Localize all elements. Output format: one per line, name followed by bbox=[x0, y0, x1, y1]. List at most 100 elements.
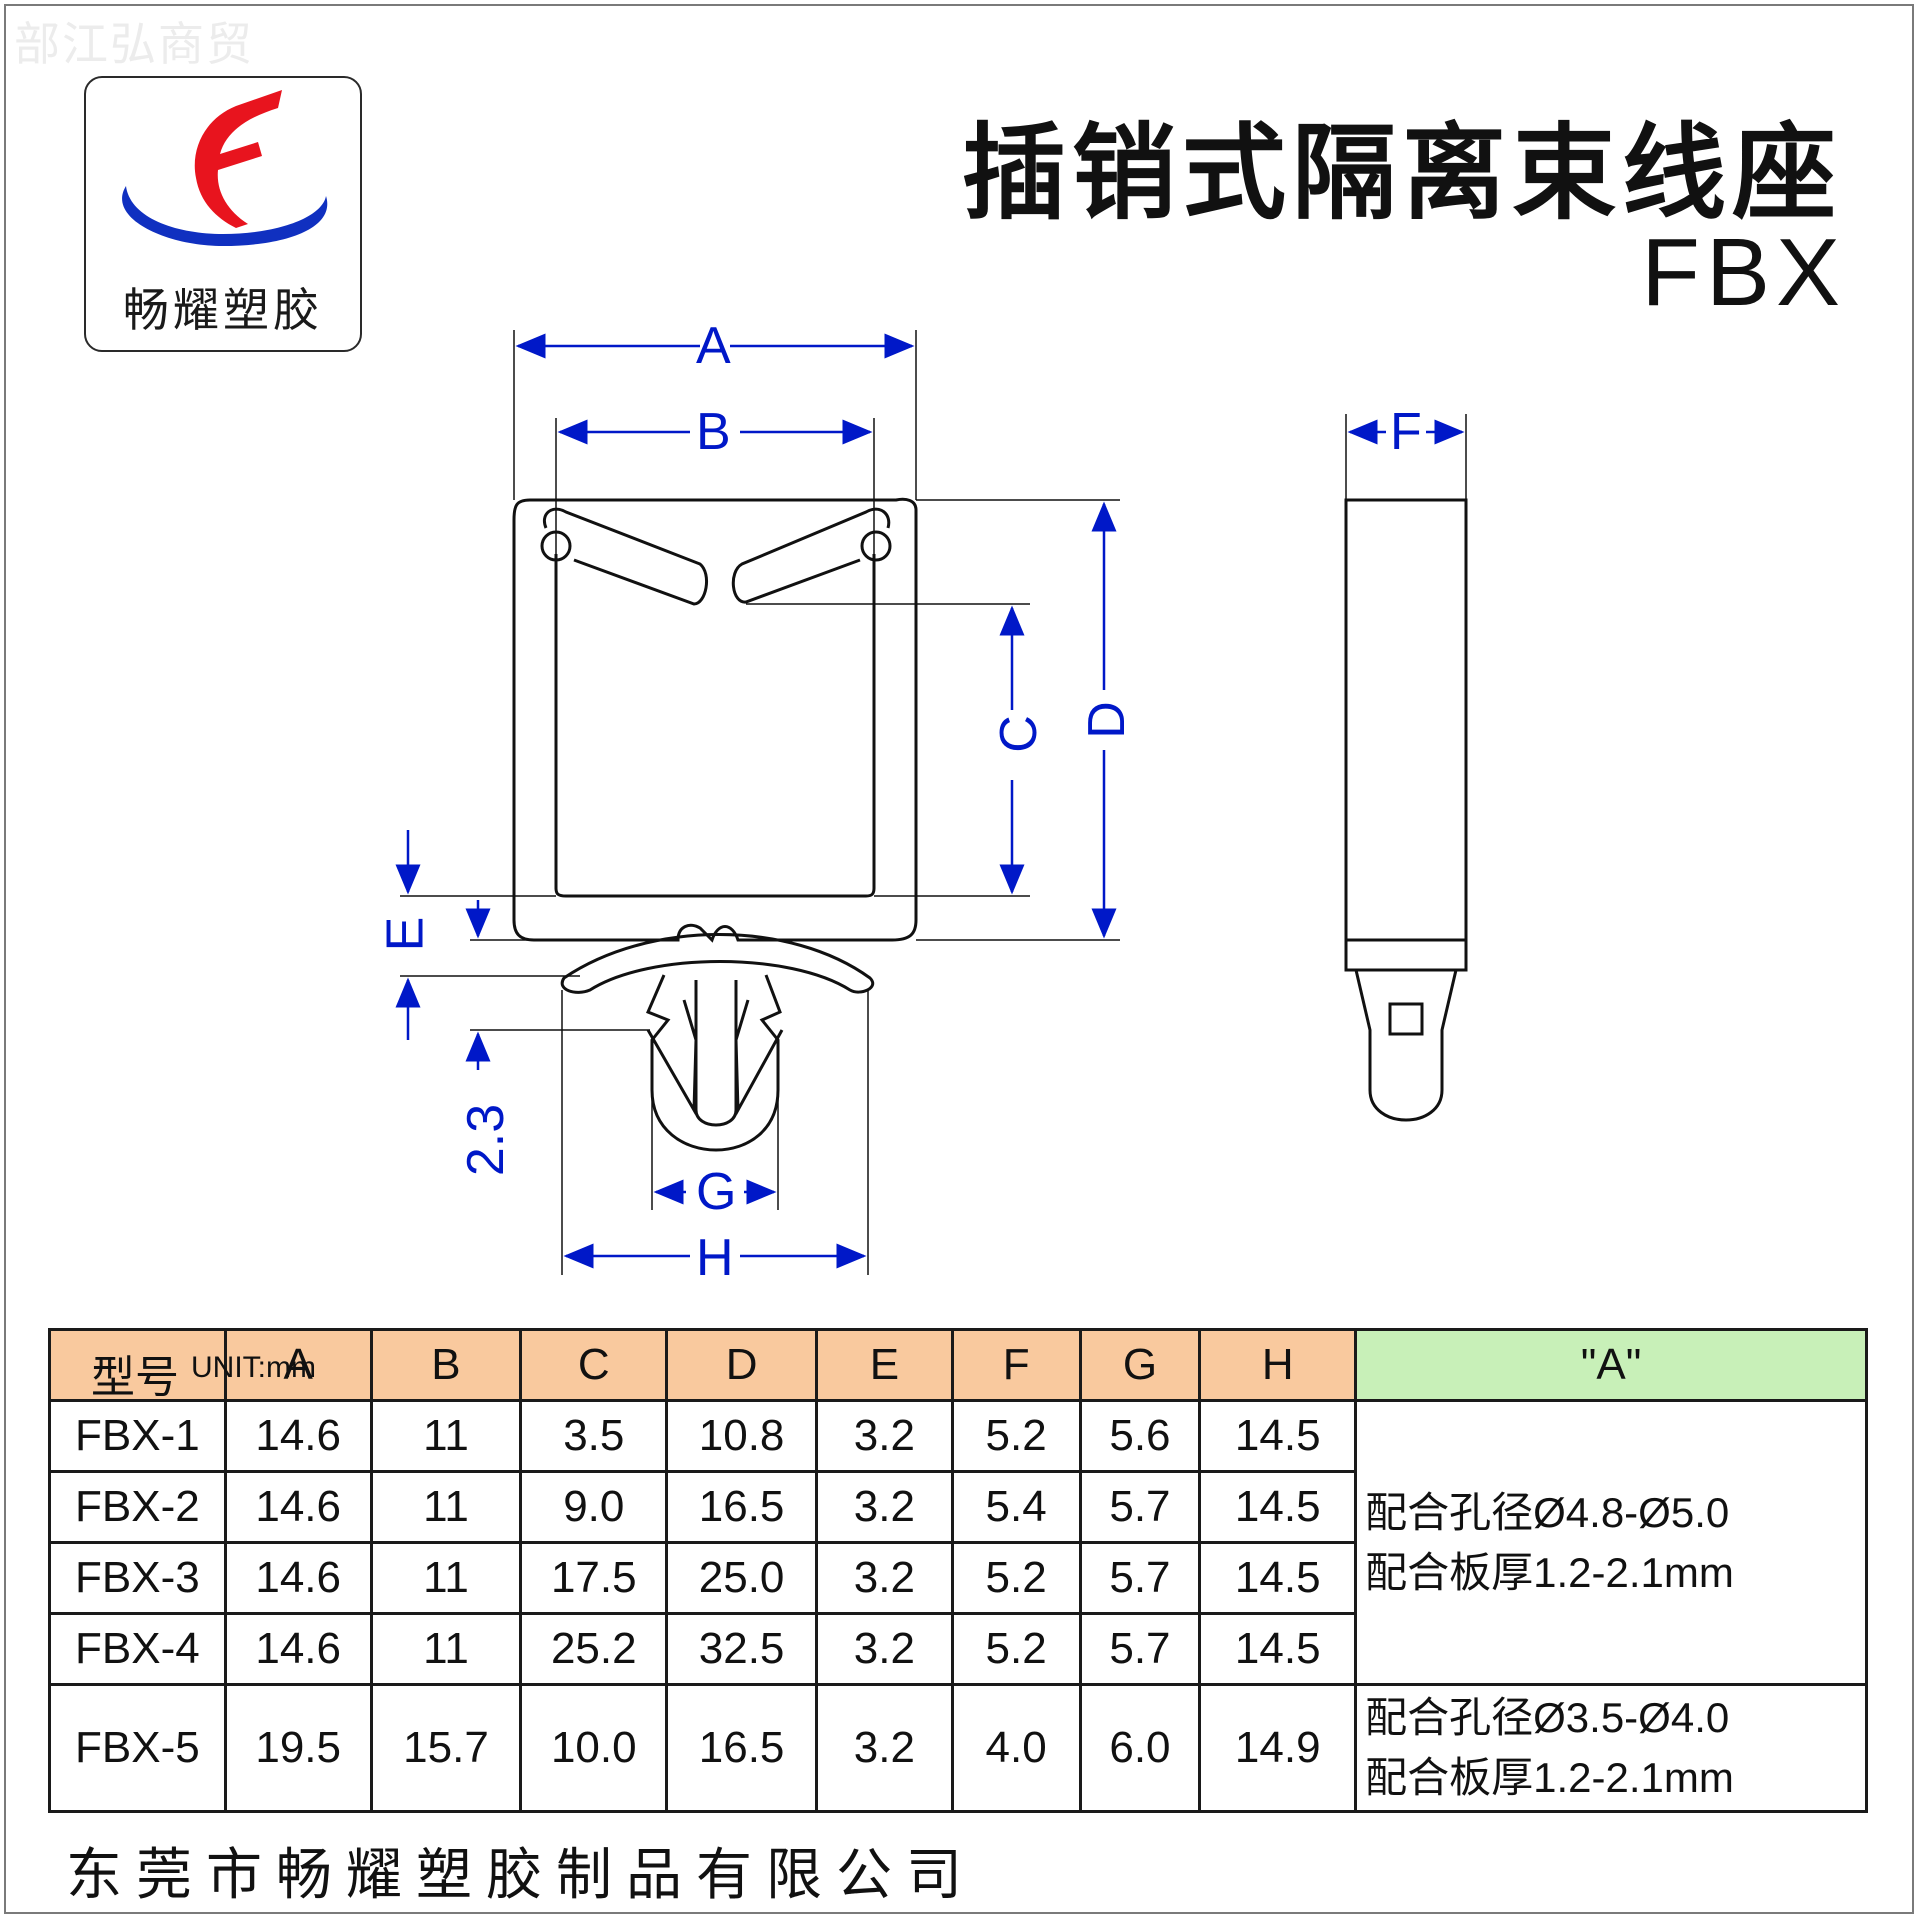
arch-base bbox=[560, 933, 874, 994]
col-header-g: G bbox=[1078, 1328, 1202, 1402]
table-row: FBX-4 14.6 11 25.2 32.5 3.2 5.2 5.7 14.5 bbox=[48, 1612, 1867, 1686]
col-header-f: F bbox=[950, 1328, 1082, 1402]
dimension-lines bbox=[400, 330, 1467, 1275]
value-cell: 5.7 bbox=[1078, 1612, 1202, 1686]
value-cell: 14.9 bbox=[1198, 1683, 1358, 1813]
side-view bbox=[1344, 498, 1468, 1122]
pin-right-barb bbox=[734, 999, 784, 1116]
right-hinge-hole bbox=[860, 530, 892, 562]
value-cell: 5.6 bbox=[1078, 1399, 1202, 1473]
technical-drawing bbox=[395, 330, 1468, 1275]
table-row: FBX-2 14.6 11 9.0 16.5 3.2 5.4 5.7 14.5 bbox=[48, 1470, 1867, 1544]
value-cell: 5.2 bbox=[950, 1612, 1082, 1686]
company-name-footer: 东莞市畅耀塑胶制品有限公司 bbox=[66, 1843, 976, 1908]
value-cell: 5.4 bbox=[950, 1470, 1082, 1544]
table-row: FBX-3 14.6 11 17.5 25.0 3.2 5.2 5.7 14.5 bbox=[48, 1541, 1867, 1615]
side-pin bbox=[1354, 969, 1458, 1122]
col-header-d: D bbox=[665, 1328, 818, 1402]
page-title: 插销式隔离束线座 bbox=[961, 112, 1842, 234]
value-cell: 3.5 bbox=[519, 1399, 669, 1473]
front-view bbox=[512, 497, 918, 1152]
unit-label: UNIT:mm bbox=[191, 1351, 316, 1384]
value-cell: 16.5 bbox=[665, 1470, 818, 1544]
pin-left-barb bbox=[646, 999, 698, 1116]
value-cell: 14.6 bbox=[223, 1541, 373, 1615]
value-cell: 3.2 bbox=[814, 1399, 954, 1473]
model-cell: FBX-5 bbox=[48, 1683, 227, 1813]
value-cell: 15.7 bbox=[369, 1683, 523, 1813]
value-cell: 5.2 bbox=[950, 1399, 1082, 1473]
value-cell: 10.8 bbox=[665, 1399, 818, 1473]
col-header-e: E bbox=[814, 1328, 954, 1402]
value-cell: 11 bbox=[369, 1399, 523, 1473]
col-header-a: A bbox=[223, 1328, 373, 1402]
value-cell: 5.7 bbox=[1078, 1470, 1202, 1544]
value-cell: 11 bbox=[369, 1612, 523, 1686]
value-cell: 19.5 bbox=[223, 1683, 373, 1813]
value-cell: 3.2 bbox=[814, 1612, 954, 1686]
note-cell-group-2: 配合孔径Ø3.5-Ø4.0 配合板厚1.2-2.1mm bbox=[1354, 1683, 1868, 1813]
dimension-arrows bbox=[395, 333, 1465, 1269]
watermark: 部江弘商贸 bbox=[14, 17, 254, 71]
right-flap bbox=[731, 507, 891, 604]
dim-label-h: H bbox=[696, 1229, 734, 1287]
col-header-c: C bbox=[519, 1328, 669, 1402]
note-cell-group-1: 配合孔径Ø4.8-Ø5.0 配合板厚1.2-2.1mm bbox=[1354, 1399, 1868, 1686]
table-header-row: 型号 UNIT:mm A B C D E F G H "A" bbox=[48, 1328, 1868, 1402]
note-column-header: "A" bbox=[1354, 1328, 1868, 1402]
value-cell: 25.2 bbox=[519, 1612, 669, 1686]
model-cell: FBX-2 bbox=[48, 1470, 227, 1544]
col-header-b: B bbox=[369, 1328, 523, 1402]
model-header-label: 型号 bbox=[91, 1353, 179, 1402]
note-panel-thickness: 配合板厚1.2-2.1mm bbox=[1365, 1548, 1734, 1596]
note-hole-diameter: 配合孔径Ø3.5-Ø4.0 bbox=[1365, 1694, 1730, 1741]
value-cell: 17.5 bbox=[519, 1541, 669, 1615]
note-panel-thickness: 配合板厚1.2-2.1mm bbox=[1365, 1754, 1734, 1801]
model-cell: FBX-4 bbox=[48, 1612, 227, 1686]
dim-label-d: D bbox=[1077, 701, 1136, 739]
dim-label-a: A bbox=[696, 317, 731, 375]
sheet-border bbox=[4, 4, 1914, 1914]
value-cell: 14.6 bbox=[223, 1399, 373, 1473]
value-cell: 4.0 bbox=[950, 1683, 1082, 1813]
value-cell: 14.5 bbox=[1198, 1470, 1358, 1544]
value-cell: 6.0 bbox=[1078, 1683, 1202, 1813]
value-cell: 3.2 bbox=[814, 1470, 954, 1544]
pin-core bbox=[694, 980, 738, 1127]
value-cell: 14.6 bbox=[223, 1612, 373, 1686]
dim-label-g: G bbox=[696, 1163, 737, 1221]
table-row: FBX-5 19.5 15.7 10.0 16.5 3.2 4.0 6.0 14… bbox=[48, 1683, 1868, 1813]
value-cell: 3.2 bbox=[814, 1541, 954, 1615]
value-cell: 11 bbox=[369, 1470, 523, 1544]
spec-table: 型号 UNIT:mm A B C D E F G H "A" FBX-1 14.… bbox=[48, 1328, 1868, 1813]
inner-opening bbox=[554, 554, 876, 898]
note-hole-diameter: 配合孔径Ø4.8-Ø5.0 bbox=[1365, 1488, 1730, 1536]
value-cell: 25.0 bbox=[665, 1541, 818, 1615]
model-code: FBX bbox=[1641, 219, 1846, 326]
value-cell: 10.0 bbox=[519, 1683, 669, 1813]
outer-frame bbox=[512, 497, 918, 943]
value-cell: 5.2 bbox=[950, 1541, 1082, 1615]
logo-f-icon bbox=[122, 90, 328, 246]
value-cell: 9.0 bbox=[519, 1470, 669, 1544]
model-cell: FBX-1 bbox=[48, 1399, 227, 1473]
value-cell: 14.6 bbox=[223, 1470, 373, 1544]
col-header-h: H bbox=[1198, 1328, 1358, 1402]
left-flap bbox=[543, 507, 709, 606]
dim-label-b: B bbox=[696, 403, 731, 461]
side-pin-neck bbox=[1388, 1002, 1424, 1036]
value-cell: 5.7 bbox=[1078, 1541, 1202, 1615]
table-row: FBX-1 14.6 11 3.5 10.8 3.2 5.2 5.6 14.5 … bbox=[48, 1399, 1868, 1686]
dim-label-f: F bbox=[1390, 403, 1422, 461]
company-logo: 畅耀塑胶 bbox=[84, 76, 362, 352]
logo-brand-text: 畅耀塑胶 bbox=[123, 283, 323, 337]
model-column-header: 型号 UNIT:mm bbox=[48, 1328, 316, 1402]
value-cell: 14.5 bbox=[1198, 1612, 1358, 1686]
value-cell: 16.5 bbox=[665, 1683, 818, 1813]
value-cell: 32.5 bbox=[665, 1612, 818, 1686]
dim-label-e: E bbox=[376, 916, 435, 952]
value-cell: 11 bbox=[369, 1541, 523, 1615]
dim-label-c: C bbox=[989, 715, 1048, 753]
value-cell: 14.5 bbox=[1198, 1399, 1358, 1473]
